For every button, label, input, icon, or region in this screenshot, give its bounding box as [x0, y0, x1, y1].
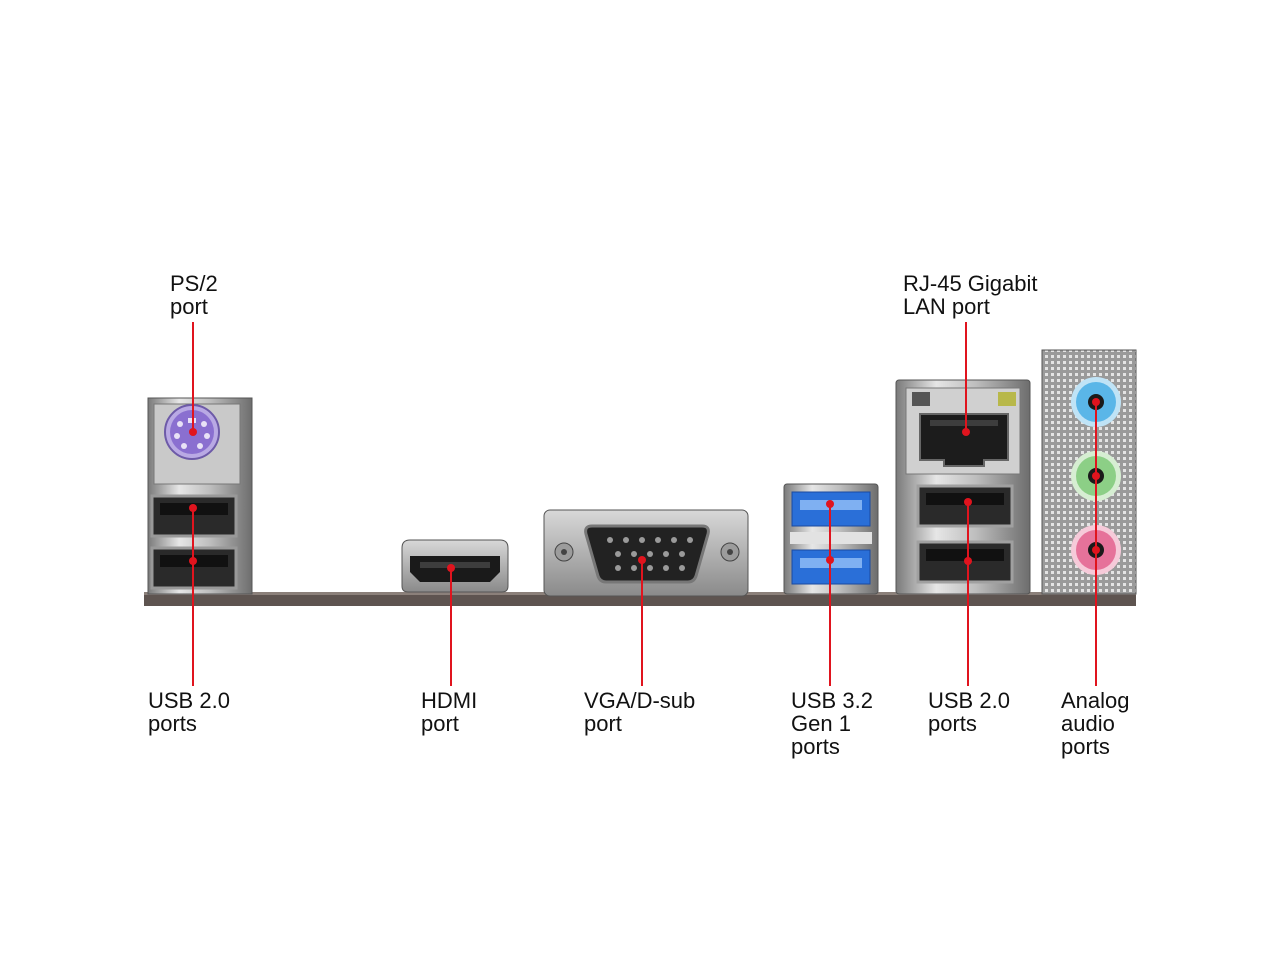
usb2-left-label: USB 2.0 ports	[148, 688, 230, 736]
usb32-label: USB 3.2 Gen 1 ports	[791, 688, 873, 759]
lan-usb-stack	[895, 379, 1031, 595]
hdmi-port-icon	[401, 539, 509, 593]
vga-port-icon	[543, 509, 749, 597]
leader-lines	[189, 322, 1100, 686]
ps2-label: PS/2 port	[170, 271, 218, 319]
audio-jack-stack	[1041, 349, 1137, 595]
hdmi-label: HDMI port	[421, 688, 478, 736]
ethernet-port-icon	[912, 392, 1016, 467]
audio-jack-icon	[1071, 377, 1121, 575]
ps2-usb-stack	[147, 397, 253, 595]
rj45-label: RJ-45 Gigabit LAN port	[903, 271, 1038, 319]
vga-label: VGA/D-sub port	[584, 688, 696, 736]
usb2-right-label: USB 2.0 ports	[928, 688, 1010, 736]
board-edge	[144, 592, 1136, 606]
audio-label: Analog audio ports	[1061, 688, 1130, 759]
